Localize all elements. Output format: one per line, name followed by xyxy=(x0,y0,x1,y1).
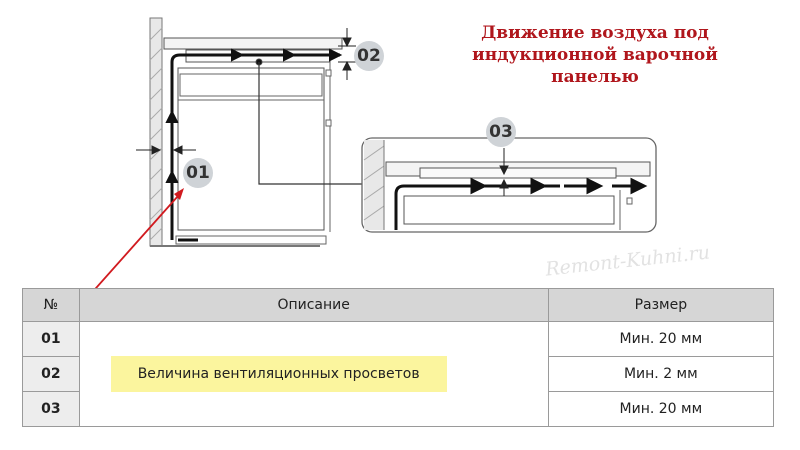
dimension-02 xyxy=(338,28,356,80)
row-description-cell: Величина вентиляционных просветов xyxy=(78,321,549,427)
air-arrows-right xyxy=(200,48,343,62)
specs-table: № Описание Размер 01 Величина вентиляцио… xyxy=(22,288,775,427)
wall xyxy=(149,17,163,247)
table-row: 03 Мин. 20 мм xyxy=(22,391,775,427)
row-num: 01 xyxy=(22,321,80,357)
header-size: Размер xyxy=(547,288,775,322)
header-num: № xyxy=(22,288,80,322)
row-num: 02 xyxy=(22,356,80,392)
table-row: 02 Мин. 2 мм xyxy=(22,356,775,392)
table-header-row: № Описание Размер xyxy=(22,288,775,322)
detail-box xyxy=(361,137,657,233)
header-description: Описание xyxy=(78,288,549,322)
dimension-03 xyxy=(499,148,509,196)
row-size: Мин. 2 мм xyxy=(547,356,775,392)
dimension-01 xyxy=(136,145,196,155)
air-channel-path xyxy=(170,53,340,240)
title-line-1: Движение воздуха под xyxy=(481,23,709,43)
callout-01: 01 xyxy=(183,158,213,188)
row-size: Мин. 20 мм xyxy=(547,391,775,427)
title-line-3: панелью xyxy=(551,67,639,87)
detail-connector xyxy=(258,62,364,185)
table-row: 01 Величина вентиляционных просветов Мин… xyxy=(22,321,775,427)
cabinet-side-view xyxy=(136,17,364,247)
callout-02: 02 xyxy=(354,41,384,71)
oven-top-panel xyxy=(179,73,323,97)
countertop xyxy=(163,37,343,50)
air-arrows-up xyxy=(165,109,179,200)
callout-03: 03 xyxy=(486,117,516,147)
title-line-2: индукционной варочной xyxy=(472,45,718,65)
diagram-title: Движение воздуха под индукционной варочн… xyxy=(420,22,770,88)
row-num: 03 xyxy=(22,391,80,427)
description-text: Величина вентиляционных просветов xyxy=(110,356,447,392)
row-size: Мин. 20 мм xyxy=(547,321,775,357)
wall-hatch xyxy=(149,27,163,241)
